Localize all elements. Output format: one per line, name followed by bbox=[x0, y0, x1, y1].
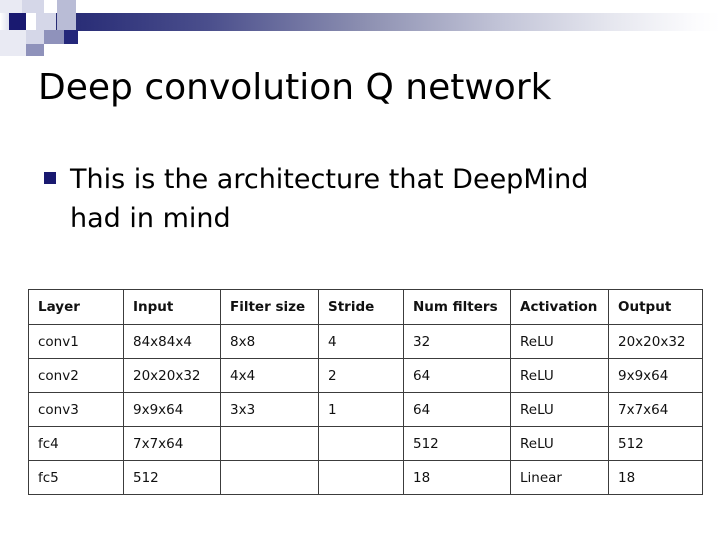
cell-filter-size: 8x8 bbox=[220, 324, 319, 359]
cell-layer: conv3 bbox=[28, 392, 124, 427]
decoration-square-8 bbox=[64, 30, 78, 44]
cell-output: 20x20x32 bbox=[608, 324, 703, 359]
slide-body: This is the architecture that DeepMind h… bbox=[44, 160, 684, 238]
cell-filter-size bbox=[220, 426, 319, 461]
cell-stride bbox=[318, 460, 404, 495]
cell-num-filters: 64 bbox=[403, 358, 511, 393]
column-header-stride: Stride bbox=[318, 289, 404, 325]
cell-layer: conv1 bbox=[28, 324, 124, 359]
square-bullet-icon bbox=[44, 172, 56, 184]
cell-activation: ReLU bbox=[510, 324, 609, 359]
decoration-square-10 bbox=[0, 30, 26, 56]
cell-num-filters: 64 bbox=[403, 392, 511, 427]
decoration-square-3 bbox=[57, 0, 76, 13]
decoration-square-1 bbox=[0, 0, 22, 13]
decoration-square-9 bbox=[26, 44, 44, 56]
slide-decoration-band bbox=[0, 0, 720, 56]
decoration-square-7 bbox=[44, 30, 64, 44]
cell-input: 512 bbox=[123, 460, 221, 495]
decoration-square-4 bbox=[36, 13, 56, 30]
cell-input: 84x84x4 bbox=[123, 324, 221, 359]
cell-layer: fc4 bbox=[28, 426, 124, 461]
table-row: fc5 512 18 Linear 18 bbox=[28, 460, 703, 495]
table-row: conv3 9x9x64 3x3 1 64 ReLU 7x7x64 bbox=[28, 392, 703, 427]
cell-num-filters: 18 bbox=[403, 460, 511, 495]
list-item: This is the architecture that DeepMind h… bbox=[44, 160, 684, 238]
cell-input: 7x7x64 bbox=[123, 426, 221, 461]
cell-output: 7x7x64 bbox=[608, 392, 703, 427]
cell-num-filters: 512 bbox=[403, 426, 511, 461]
column-header-activation: Activation bbox=[510, 289, 609, 325]
cell-num-filters: 32 bbox=[403, 324, 511, 359]
cell-activation: ReLU bbox=[510, 358, 609, 393]
decoration-square-5 bbox=[57, 13, 76, 30]
column-header-num-filters: Num filters bbox=[403, 289, 511, 325]
cell-filter-size: 4x4 bbox=[220, 358, 319, 393]
column-header-input: Input bbox=[123, 289, 221, 325]
column-header-filter-size: Filter size bbox=[220, 289, 319, 325]
cell-layer: conv2 bbox=[28, 358, 124, 393]
column-header-layer: Layer bbox=[28, 289, 124, 325]
cell-filter-size bbox=[220, 460, 319, 495]
column-header-output: Output bbox=[608, 289, 703, 325]
cell-input: 9x9x64 bbox=[123, 392, 221, 427]
cell-filter-size: 3x3 bbox=[220, 392, 319, 427]
table-row: conv1 84x84x4 8x8 4 32 ReLU 20x20x32 bbox=[28, 324, 703, 359]
cell-stride bbox=[318, 426, 404, 461]
cell-input: 20x20x32 bbox=[123, 358, 221, 393]
table-header-row: Layer Input Filter size Stride Num filte… bbox=[28, 289, 703, 325]
decoration-square-2 bbox=[22, 0, 44, 13]
cell-layer: fc5 bbox=[28, 460, 124, 495]
cell-activation: ReLU bbox=[510, 426, 609, 461]
cell-output: 9x9x64 bbox=[608, 358, 703, 393]
cell-stride: 4 bbox=[318, 324, 404, 359]
table-row: fc4 7x7x64 512 ReLU 512 bbox=[28, 426, 703, 461]
table-row: conv2 20x20x32 4x4 2 64 ReLU 9x9x64 bbox=[28, 358, 703, 393]
architecture-table: Layer Input Filter size Stride Num filte… bbox=[28, 289, 703, 495]
decoration-gradient-bar bbox=[44, 13, 720, 31]
bullet-text: This is the architecture that DeepMind h… bbox=[70, 164, 589, 234]
cell-activation: Linear bbox=[510, 460, 609, 495]
architecture-table-container: Layer Input Filter size Stride Num filte… bbox=[28, 289, 703, 495]
page-title: Deep convolution Q network bbox=[38, 67, 552, 108]
decoration-square-6 bbox=[26, 30, 44, 44]
cell-stride: 1 bbox=[318, 392, 404, 427]
cell-stride: 2 bbox=[318, 358, 404, 393]
cell-output: 18 bbox=[608, 460, 703, 495]
cell-output: 512 bbox=[608, 426, 703, 461]
decoration-square-navy bbox=[9, 13, 26, 30]
cell-activation: ReLU bbox=[510, 392, 609, 427]
